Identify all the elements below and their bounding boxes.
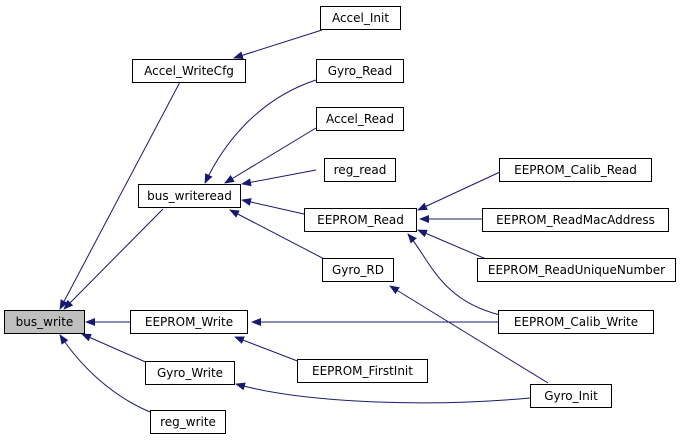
- node-eeprom-write[interactable]: EEPROM_Write: [130, 310, 248, 334]
- edge-bus-writeread-to-bus-write: [63, 208, 164, 310]
- edge-eeprom-firstinit-to-eeprom-write: [234, 336, 301, 363]
- node-eeprom-calib-write[interactable]: EEPROM_Calib_Write: [498, 310, 654, 334]
- edge-gyro-init-to-gyro-write: [235, 382, 531, 404]
- edge-gyro-write-to-bus-write: [81, 333, 151, 365]
- edge-accel-init-to-accel-writecfg: [233, 29, 323, 60]
- edge-eeprom-read-to-bus-writeread: [241, 198, 305, 215]
- node-eeprom-readuniquenumber[interactable]: EEPROM_ReadUniqueNumber: [477, 258, 676, 282]
- edge-reg-write-to-bus-write: [59, 334, 151, 413]
- node-accel-writecfg[interactable]: Accel_WriteCfg: [132, 59, 246, 83]
- edge-gyro-init-to-gyro-rd: [389, 285, 549, 384]
- node-accel-read[interactable]: Accel_Read: [316, 107, 404, 131]
- node-gyro-init[interactable]: Gyro_Init: [530, 384, 612, 408]
- node-gyro-read[interactable]: Gyro_Read: [316, 59, 404, 83]
- edge-accel-writecfg-to-bus-write: [59, 81, 181, 310]
- edge-eeprom-calib-read-to-eeprom-read: [417, 171, 501, 211]
- node-eeprom-calib-read[interactable]: EEPROM_Calib_Read: [499, 158, 652, 182]
- node-reg-read[interactable]: reg_read: [324, 158, 396, 182]
- edge-eeprom-calib-write-to-eeprom-read: [407, 233, 501, 316]
- node-gyro-write[interactable]: Gyro_Write: [145, 361, 235, 385]
- edge-eeprom-readuniquenumber-to-eeprom-read: [417, 229, 494, 263]
- edge-accel-read-to-bus-writeread: [224, 127, 317, 184]
- node-eeprom-firstinit[interactable]: EEPROM_FirstInit: [297, 359, 428, 383]
- node-accel-init[interactable]: Accel_Init: [320, 6, 401, 30]
- edge-reg-read-to-bus-writeread: [241, 169, 317, 187]
- edge-gyro-read-to-bus-writeread: [204, 79, 317, 184]
- node-eeprom-readmacaddress[interactable]: EEPROM_ReadMacAddress: [482, 208, 669, 232]
- node-bus-write: bus_write: [4, 310, 85, 334]
- node-gyro-rd[interactable]: Gyro_RD: [322, 258, 394, 282]
- edge-gyro-rd-to-bus-writeread: [229, 209, 331, 263]
- node-reg-write[interactable]: reg_write: [150, 410, 226, 434]
- node-eeprom-read[interactable]: EEPROM_Read: [304, 208, 417, 232]
- node-bus-writeread[interactable]: bus_writeread: [138, 184, 241, 208]
